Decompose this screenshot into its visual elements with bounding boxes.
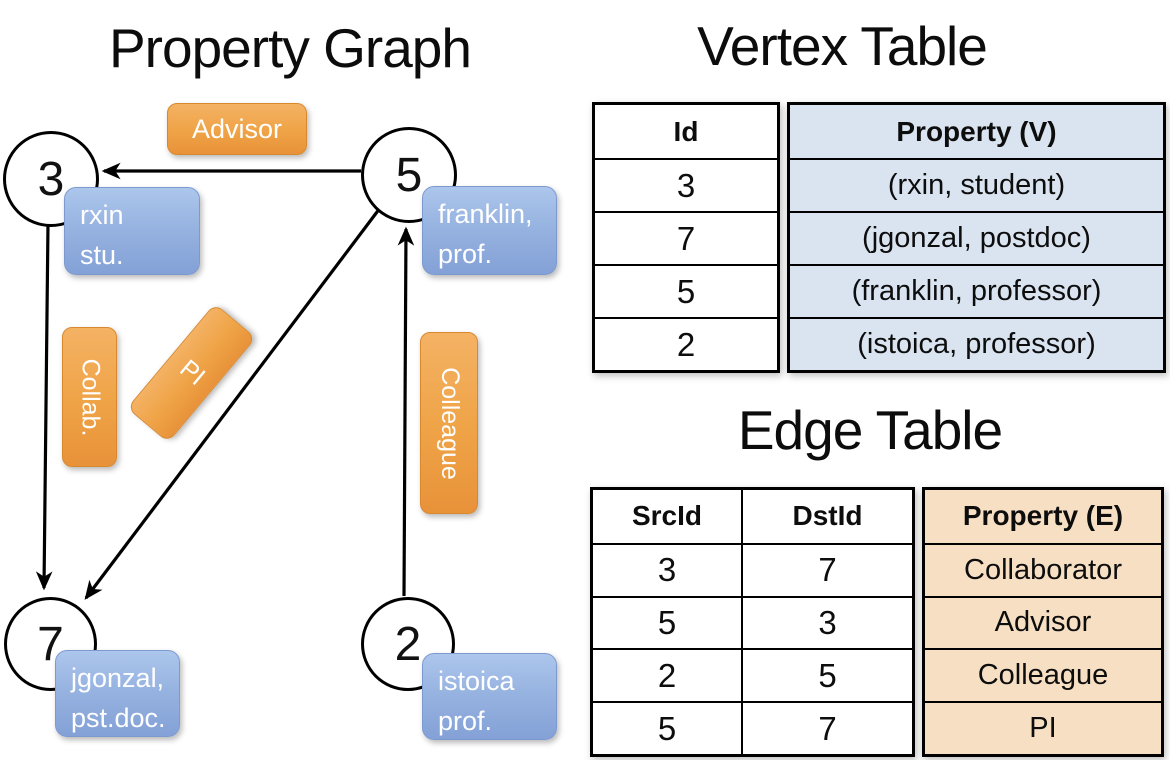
edge-label-colleague-text: Colleague — [435, 366, 464, 480]
vertex-table-title: Vertex Table — [697, 15, 988, 77]
vertex-label-jgonzal: jgonzal, pst.doc. — [55, 650, 180, 737]
edge-label-colleague: Colleague — [420, 332, 478, 514]
edge-table-id-columns: SrcId DstId 3 7 5 3 2 5 5 7 — [590, 487, 915, 757]
edge-table-property-column: Property (E) Collaborator Advisor Collea… — [922, 487, 1164, 757]
vertex-label-franklin-line1: franklin, — [438, 199, 533, 229]
edge-5-to-7 — [84, 207, 382, 600]
graph-node-5: 5 — [361, 127, 457, 223]
edge-table-row-property: PI — [925, 701, 1161, 754]
vertex-table-row-property: (istoica, professor) — [790, 317, 1163, 370]
edge-label-pi-text: PI — [173, 354, 210, 391]
vertex-table-row-id: 3 — [595, 158, 777, 211]
vertex-table-header-id: Id — [673, 115, 699, 147]
edge-table-header-property: Property (E) — [962, 500, 1124, 532]
vertex-table-header-property: Property (V) — [896, 115, 1057, 147]
edge-table-row-srcid: 5 — [593, 595, 743, 649]
edge-table-header-srcid: SrcId — [593, 490, 743, 543]
edge-label-collab: Collab. — [62, 327, 117, 467]
vertex-label-franklin: franklin, prof. — [422, 186, 557, 275]
vertex-label-istoica: istoica prof. — [422, 653, 557, 740]
edge-table-row-dstid: 3 — [743, 595, 912, 649]
edge-label-advisor: Advisor — [167, 103, 307, 155]
edge-table-header-dstid: DstId — [792, 500, 863, 532]
edge-table-row-dstid: 7 — [743, 542, 912, 596]
property-graph-title: Property Graph — [108, 17, 472, 79]
edge-table-row-dstid: 5 — [743, 648, 912, 701]
edge-table-row-property: Advisor — [925, 595, 1161, 649]
vertex-table-id-column: Id 3 7 5 2 — [592, 102, 780, 373]
vertex-table-row-property: (franklin, professor) — [790, 264, 1163, 317]
vertex-table-property-column: Property (V) (rxin, student) (jgonzal, p… — [787, 102, 1166, 373]
vertex-label-rxin: rxin stu. — [64, 187, 200, 275]
edge-table-row-srcid: 2 — [593, 648, 743, 702]
edge-table-row-property: Collaborator — [925, 542, 1161, 596]
edge-table-row-srcid: 3 — [593, 542, 743, 596]
node-2-id: 2 — [394, 617, 422, 671]
node-5-id: 5 — [395, 148, 423, 202]
graph-node-2: 2 — [361, 597, 455, 691]
vertex-table-row-property: (jgonzal, postdoc) — [790, 211, 1163, 264]
graph-edges-canvas — [35, 162, 415, 600]
vertex-label-franklin-line2: prof. — [438, 239, 493, 269]
edge-table-row-dstid: 7 — [743, 701, 912, 754]
edge-2-to-5 — [397, 226, 415, 597]
vertex-label-jgonzal-line1: jgonzal, — [71, 663, 165, 693]
vertex-table-row-id: 2 — [595, 317, 777, 370]
edge-label-collab-text: Collab. — [76, 358, 105, 436]
vertex-label-rxin-line1: rxin — [80, 200, 124, 230]
node-3-id: 3 — [37, 152, 65, 206]
vertex-table-row-id: 5 — [595, 264, 777, 317]
vertex-label-istoica-line2: prof. — [438, 706, 493, 736]
edge-table-title: Edge Table — [737, 399, 1003, 461]
edge-table-row-property: Colleague — [925, 648, 1161, 701]
vertex-label-jgonzal-line2: pst.doc. — [71, 703, 166, 733]
edge-3-to-7 — [35, 222, 53, 591]
edge-label-advisor-text: Advisor — [191, 113, 283, 144]
vertex-table-row-id: 7 — [595, 211, 777, 264]
vertex-table-row-property: (rxin, student) — [790, 158, 1163, 211]
vertex-label-rxin-line2: stu. — [80, 240, 124, 270]
vertex-label-istoica-line1: istoica — [438, 666, 515, 696]
edge-table-row-srcid: 5 — [593, 701, 743, 754]
